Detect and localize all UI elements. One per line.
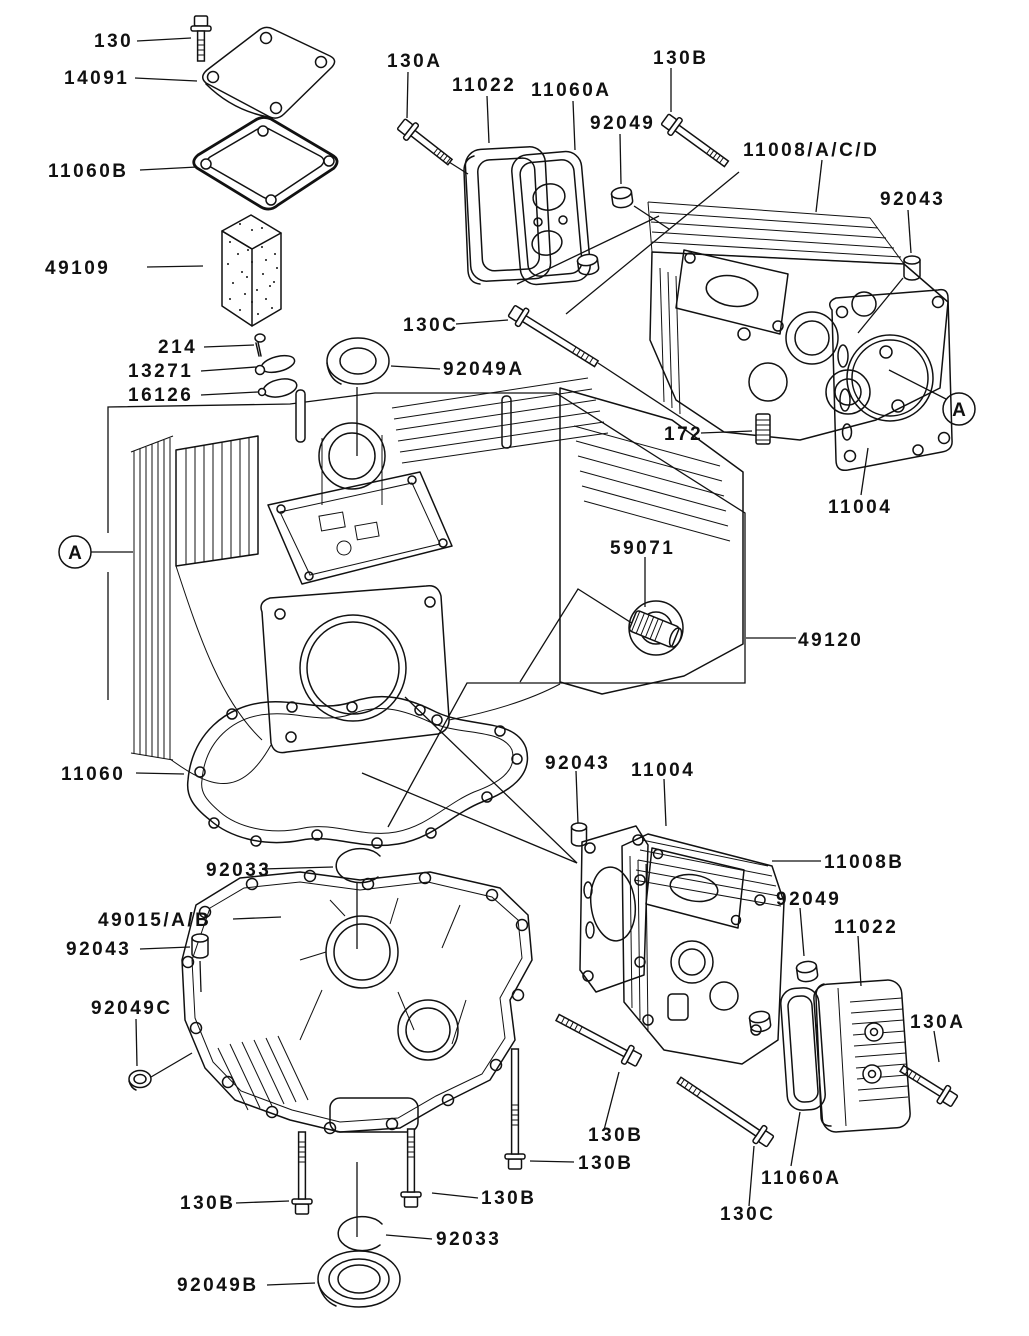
head-gasket-11004-lower [579,825,649,993]
part-label-172: 172 [664,424,703,445]
top-fins [391,377,609,464]
screw-214 [254,333,266,357]
callout-a-left-letter: A [68,543,82,564]
callout-a-right-letter: A [952,400,966,421]
part-label-49120: 49120 [798,630,863,651]
part-label-130B-top: 130B [653,48,708,69]
pan-fins [217,1035,309,1111]
part-label-11060B: 11060B [48,161,129,182]
part-label-11060: 11060 [61,764,125,785]
part-label-11008B: 11008B [824,852,905,873]
part-label-11022-top: 11022 [452,75,516,96]
part-label-13271: 13271 [128,361,193,382]
part-label-92033-top: 92033 [206,860,271,881]
part-label-92033-bottom: 92033 [436,1229,501,1250]
part-label-14091: 14091 [64,68,129,89]
part-label-130B-bottom-right-2: 130B [578,1153,633,1174]
bolt-130B-bottom-right-angled [554,1013,643,1067]
bolt-130 [190,15,212,62]
right-fins [573,425,731,542]
part-label-16126: 16126 [128,385,193,406]
oil-pan-49015AB [181,869,533,1135]
valve-cap-92049-top-1 [610,186,634,209]
governor-arm-13271 [254,354,296,376]
part-label-11004-lower: 11004 [631,760,695,781]
fin-block [175,435,259,567]
filter-speckles [227,223,278,315]
valve-cover-14091 [202,26,336,119]
bolt-130C-bottom [676,1076,775,1148]
valve-cap-92049-lower-1 [795,960,819,983]
muffler-gasket-11060A-lower [780,987,826,1111]
muffler-gasket-11060A-top [511,150,591,286]
callout-a-right: A [942,392,976,426]
cylinder-head-11008ACD [647,201,949,441]
governor-paddle-16126 [257,378,298,398]
part-label-130B-bottom-center: 130B [481,1188,536,1209]
bolt-130C-top [507,305,600,368]
bolt-130B-bottom-center [400,1128,422,1208]
part-label-92043-lower: 92043 [545,753,610,774]
assembly-bracket-49120 [107,392,746,828]
part-label-11060A-top: 11060A [531,80,612,101]
part-label-49109: 49109 [45,258,110,279]
crankcase-cylinder-assembly [130,377,744,784]
part-labels: 130 14091 11060B 49109 130A 11022 11060A… [45,31,965,1296]
seal-92049C [128,1069,152,1091]
part-label-130B-bottom-left: 130B [180,1193,235,1214]
part-label-11022-lower: 11022 [834,917,898,938]
case-gasket-11060 [186,695,529,849]
bolt-130A-top [396,118,454,166]
oil-seal-92049B [317,1250,401,1308]
snap-ring-92033-top [335,847,381,884]
part-label-92049-top: 92049 [590,113,655,134]
part-label-130B-bottom-right-1: 130B [588,1125,643,1146]
head-gasket-11004-right [829,288,953,472]
cylinder-deck [260,584,450,754]
left-fin-stack [130,435,174,761]
part-label-130: 130 [94,31,133,52]
part-label-11008ACD: 11008/A/C/D [743,140,879,161]
part-label-214: 214 [158,337,197,358]
part-label-130C-bottom: 130C [720,1204,775,1225]
dowel-pin-92043-left [191,933,209,959]
part-label-11004-right: 11004 [828,497,892,518]
snap-ring-92033-bottom [337,1215,383,1252]
muffler-cover-11022-top [463,146,552,285]
part-label-92049A: 92049A [443,359,525,380]
part-label-11060A-lower: 11060A [761,1168,842,1189]
part-label-92043-top: 92043 [880,189,945,210]
muffler-cover-11022-lower [813,979,911,1133]
callout-a-left: A [58,535,92,569]
oil-seal-92049A [326,337,390,385]
breather-filter-49109 [221,214,282,327]
cylinder-head-11008B [621,833,785,1065]
part-label-59071: 59071 [610,538,675,559]
cover-gasket-11060B [192,116,339,211]
part-label-92049B: 92049B [177,1275,259,1296]
bolt-130B-bottom-left [291,1131,313,1215]
part-label-130A-lower: 130A [910,1012,965,1033]
bolt-130B-bottom-right-vertical [504,1048,526,1170]
pan-ribs [299,897,467,1045]
part-label-130A-top: 130A [387,51,442,72]
part-label-130C-top: 130C [403,315,458,336]
part-label-92043-left: 92043 [66,939,131,960]
threaded-plug-59071 [628,610,683,648]
valve-chamber [267,471,453,585]
bolt-130B-top [660,113,730,168]
muffler-grille [849,997,909,1102]
leader-lines [91,37,947,1286]
dowel-pin-92043-lower [570,822,588,847]
part-label-92049C: 92049C [91,998,173,1019]
dowel-pin-92043-top [903,255,921,281]
part-label-49015AB: 49015/A/B [98,910,211,931]
bolt-130A-bottom [899,1064,959,1107]
stud-172 [755,413,771,445]
valve-cap-92049-top-2 [576,253,600,276]
valve-cap-92049-lower-2 [748,1010,772,1033]
part-label-92049-lower: 92049 [776,889,841,910]
